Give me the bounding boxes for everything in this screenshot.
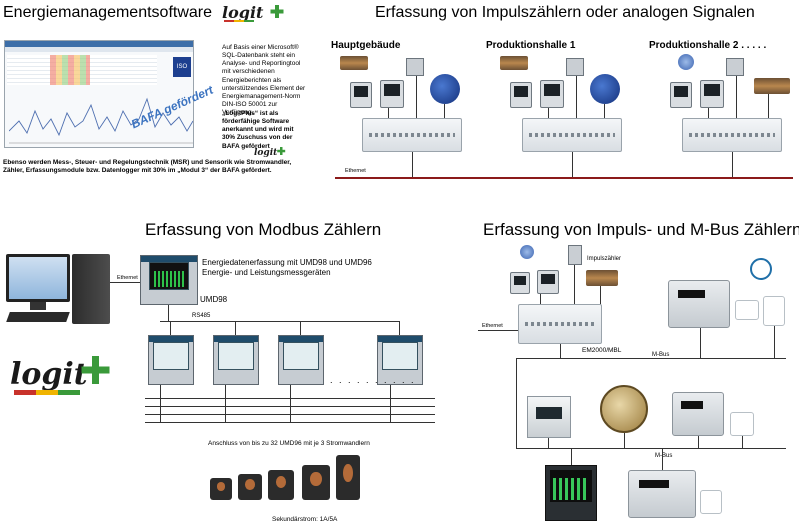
site-production-hall-1: Produktionshalle 1	[486, 40, 576, 51]
energy-meter-din	[527, 396, 571, 438]
current-transformer	[336, 455, 360, 500]
secondary-current-label: Sekundärstrom: 1A/5A	[272, 516, 338, 523]
gas-meter	[672, 392, 724, 436]
current-transformer	[268, 470, 294, 500]
energy-analyzer	[545, 465, 597, 521]
logit-logo-large: logit	[8, 350, 118, 402]
software-screenshot: ISO	[4, 40, 194, 148]
ethernet-label: Ethernet	[345, 168, 366, 174]
mbus-module-bottom	[700, 490, 722, 514]
current-transformer	[302, 465, 330, 500]
mbus-sensor	[763, 296, 785, 326]
site-production-hall-2: Produktionshalle 2 . . . . .	[649, 40, 767, 51]
logit-logo-tiny: logit	[253, 145, 289, 159]
umd98-device	[140, 255, 198, 305]
site-main-building: Hauptgebäude	[331, 40, 401, 51]
mbus-gas-meter	[668, 280, 730, 328]
site-group-2	[500, 52, 640, 172]
mbus-module	[735, 300, 759, 320]
continuation-dots: . . . . . . . . . .	[330, 375, 416, 385]
em2000-label: EM2000/MBL	[582, 347, 622, 354]
modbus-description: Energiedatenerfassung mit UMD98 und UMD9…	[202, 258, 372, 278]
software-title: Energiemanagementsoftware	[3, 4, 213, 21]
umd96-device	[148, 335, 194, 385]
energy-meter	[537, 270, 559, 294]
modbus-ethernet-label: Ethernet	[117, 275, 138, 281]
umd96-device	[213, 335, 259, 385]
mbus-label-1: M-Bus	[652, 352, 670, 358]
bafa-caption: Ebenso werden Mess-, Steuer- und Regelun…	[3, 159, 292, 175]
water-meter	[430, 74, 460, 104]
modbus-title: Erfassung von Modbus Zählern	[145, 220, 382, 239]
data-logger	[362, 118, 462, 152]
mbus-title: Erfassung von Impuls- und M-Bus Zählern	[483, 220, 799, 239]
energy-meter	[380, 80, 404, 108]
svg-text:logit: logit	[254, 148, 278, 158]
em2000-logger	[518, 304, 602, 344]
keyboard	[6, 312, 70, 322]
software-line-chart	[9, 97, 193, 144]
umd98-label: UMD98	[200, 295, 228, 304]
current-transformer	[238, 474, 262, 500]
iso-badge: ISO	[173, 57, 191, 77]
ethernet-bus	[335, 177, 793, 179]
heat-meter-dial	[600, 385, 648, 433]
heat-meter-pipe	[586, 270, 618, 286]
wireless-icon	[750, 258, 772, 280]
software-description: Auf Basis einer Microsoft® SQL-Datenbank…	[222, 44, 306, 116]
mbus-converter	[730, 412, 754, 436]
mbus-gas-meter-bottom	[628, 470, 696, 518]
rs485-label: RS485	[192, 313, 211, 319]
umd96-device	[278, 335, 324, 385]
heat-meter-pipe	[340, 56, 368, 70]
computer	[2, 250, 112, 340]
site-group-3	[660, 52, 799, 172]
logitplus-description: „LogitPlus“ ist als förderfähige Softwar…	[222, 110, 294, 150]
svg-text:logit: logit	[10, 357, 88, 392]
gas-meter	[406, 58, 424, 76]
pulse-meter-label: Impulszähler	[587, 256, 622, 262]
pulse-title: Erfassung von Impulszählern oder analoge…	[375, 4, 755, 21]
umd96-device	[377, 335, 423, 385]
pc-tower	[72, 254, 110, 324]
water-meter-small	[520, 245, 534, 259]
svg-text:logit: logit	[222, 3, 264, 22]
energy-meter	[350, 82, 372, 108]
energy-meter	[510, 272, 530, 294]
gas-meter-small	[568, 245, 582, 265]
site-group-1	[340, 52, 480, 172]
current-transformer	[210, 478, 232, 500]
mbus-label-2: M-Bus	[655, 453, 673, 459]
logit-logo-small: logit	[220, 2, 292, 24]
connection-caption: Anschluss von bis zu 32 UMD96 mit je 3 S…	[208, 440, 370, 447]
mbus-ethernet-label: Ethernet	[482, 323, 503, 329]
monitor	[6, 254, 70, 302]
